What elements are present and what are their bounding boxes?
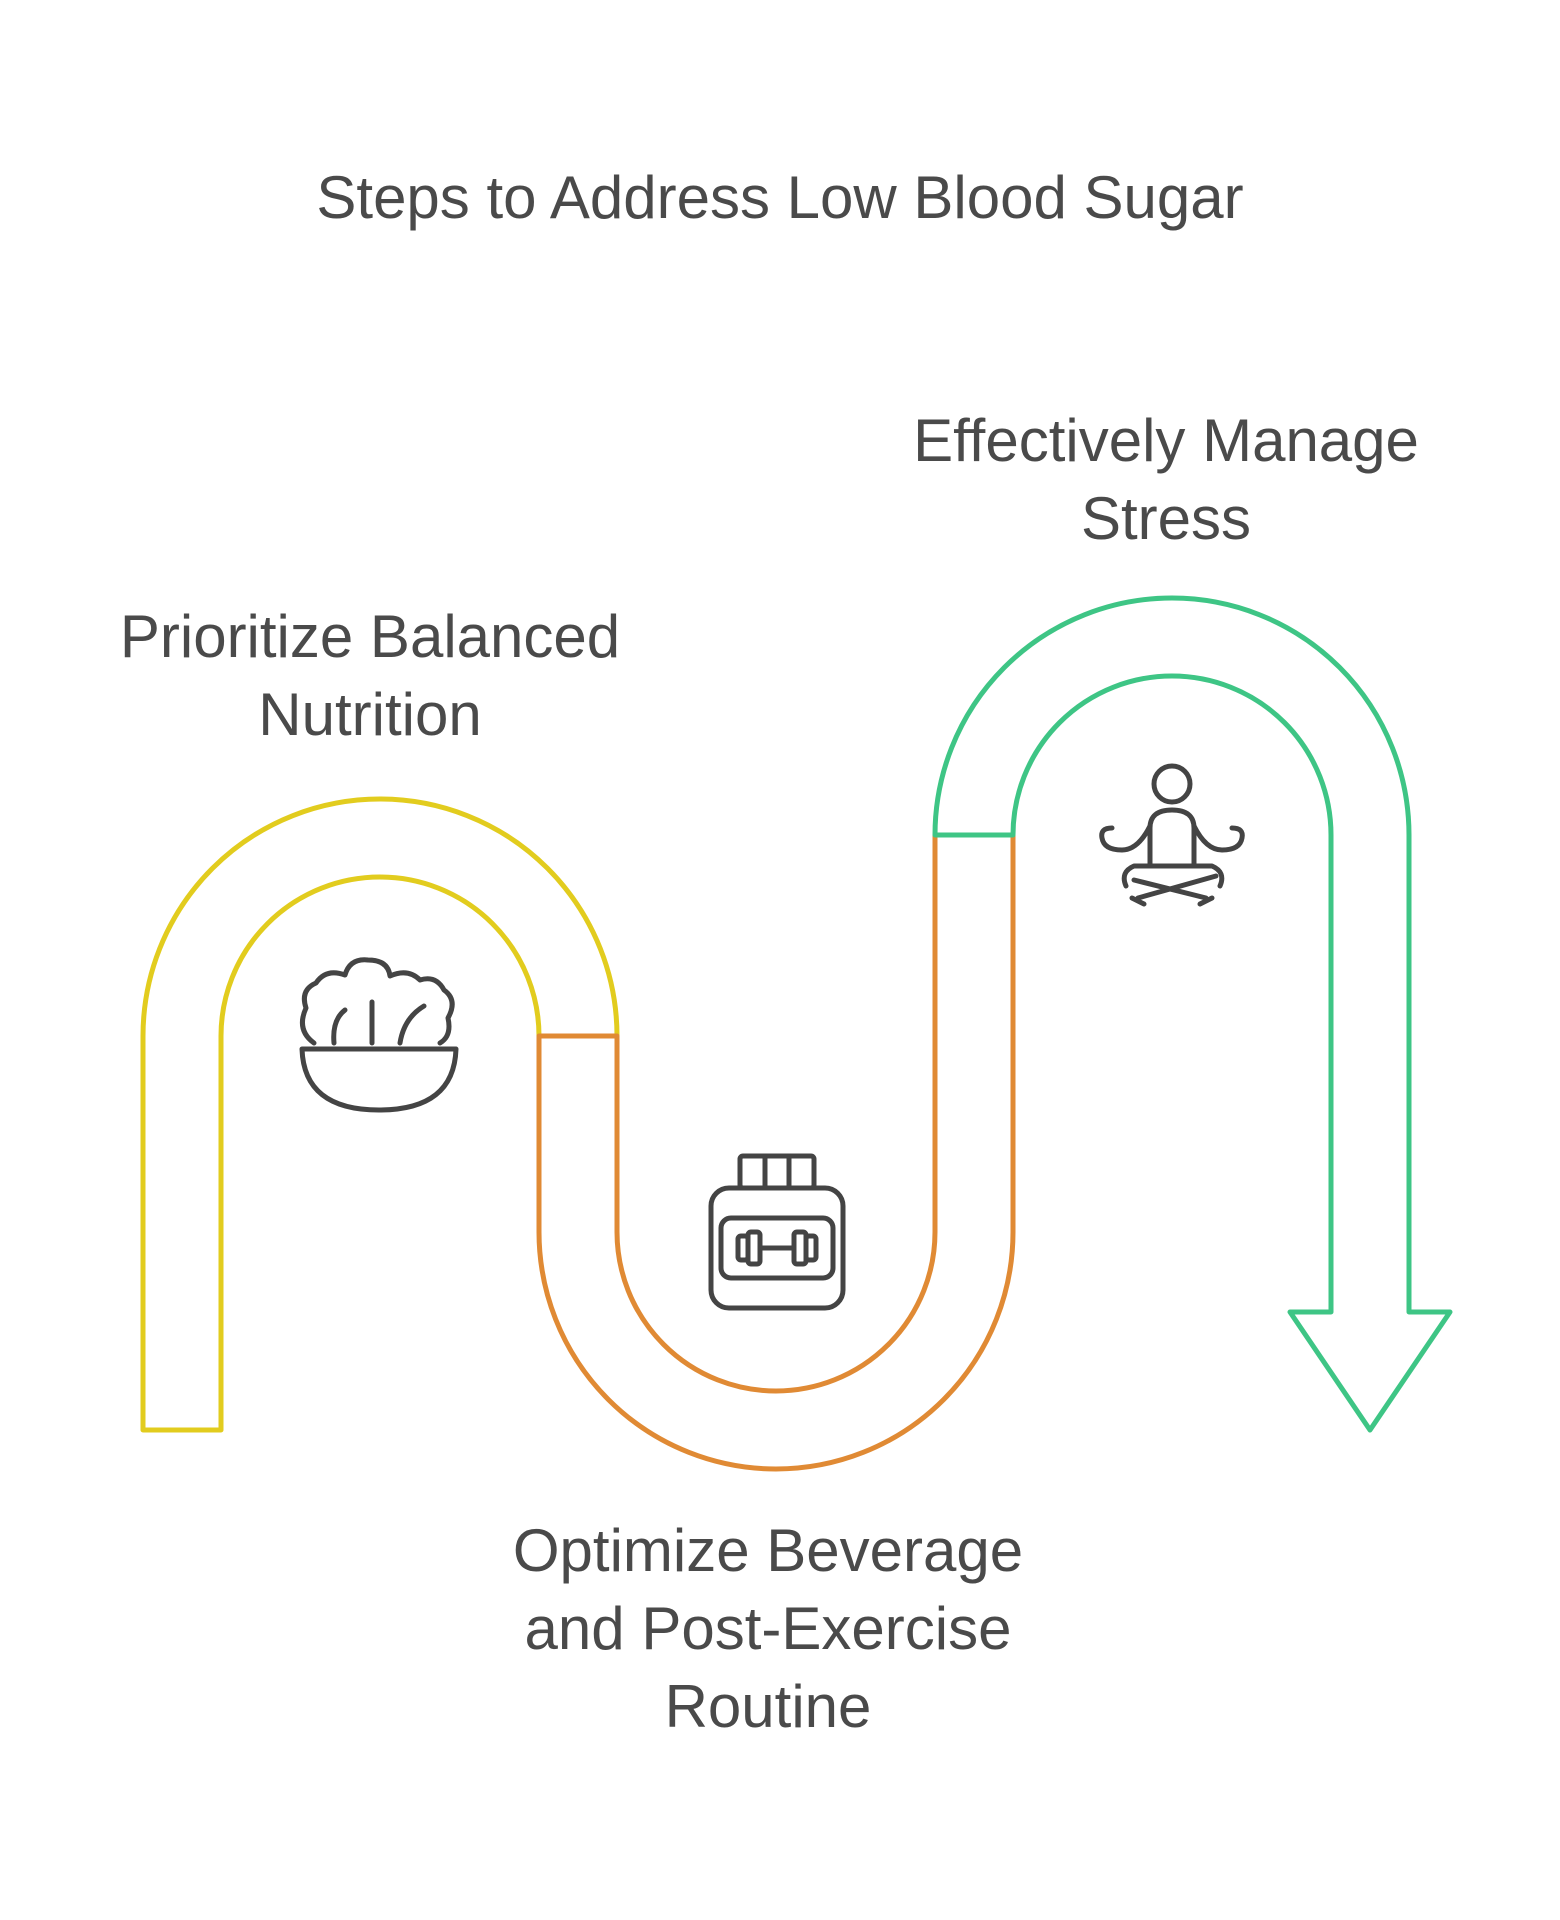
step-2-label: Optimize Beverage and Post-Exercise Rout… <box>468 1512 1068 1746</box>
step-2-label-line-2: and Post-Exercise <box>524 1595 1012 1662</box>
step-3-path-segment <box>932 595 1453 1433</box>
diagram-title: Steps to Address Low Blood Sugar <box>316 164 1244 231</box>
step-3-label-line-1: Effectively Manage <box>913 407 1419 474</box>
step-2-label-line-1: Optimize Beverage <box>512 1517 1024 1584</box>
step-2-path-segment <box>536 832 1016 1472</box>
protein-supplement-jar-icon <box>708 1153 846 1311</box>
step-1-label-line-1: Prioritize Balanced <box>119 603 621 670</box>
step-1-path-segment <box>140 796 620 1433</box>
step-2-label-line-3: Routine <box>664 1673 872 1740</box>
step-3-label: Effectively Manage Stress <box>866 402 1466 558</box>
step-1-label-line-2: Nutrition <box>258 681 482 748</box>
step-3-label-line-2: Stress <box>1080 485 1252 552</box>
salad-bowl-icon <box>299 957 459 1113</box>
meditation-pose-icon <box>1099 763 1245 907</box>
step-1-label: Prioritize Balanced Nutrition <box>80 598 660 754</box>
